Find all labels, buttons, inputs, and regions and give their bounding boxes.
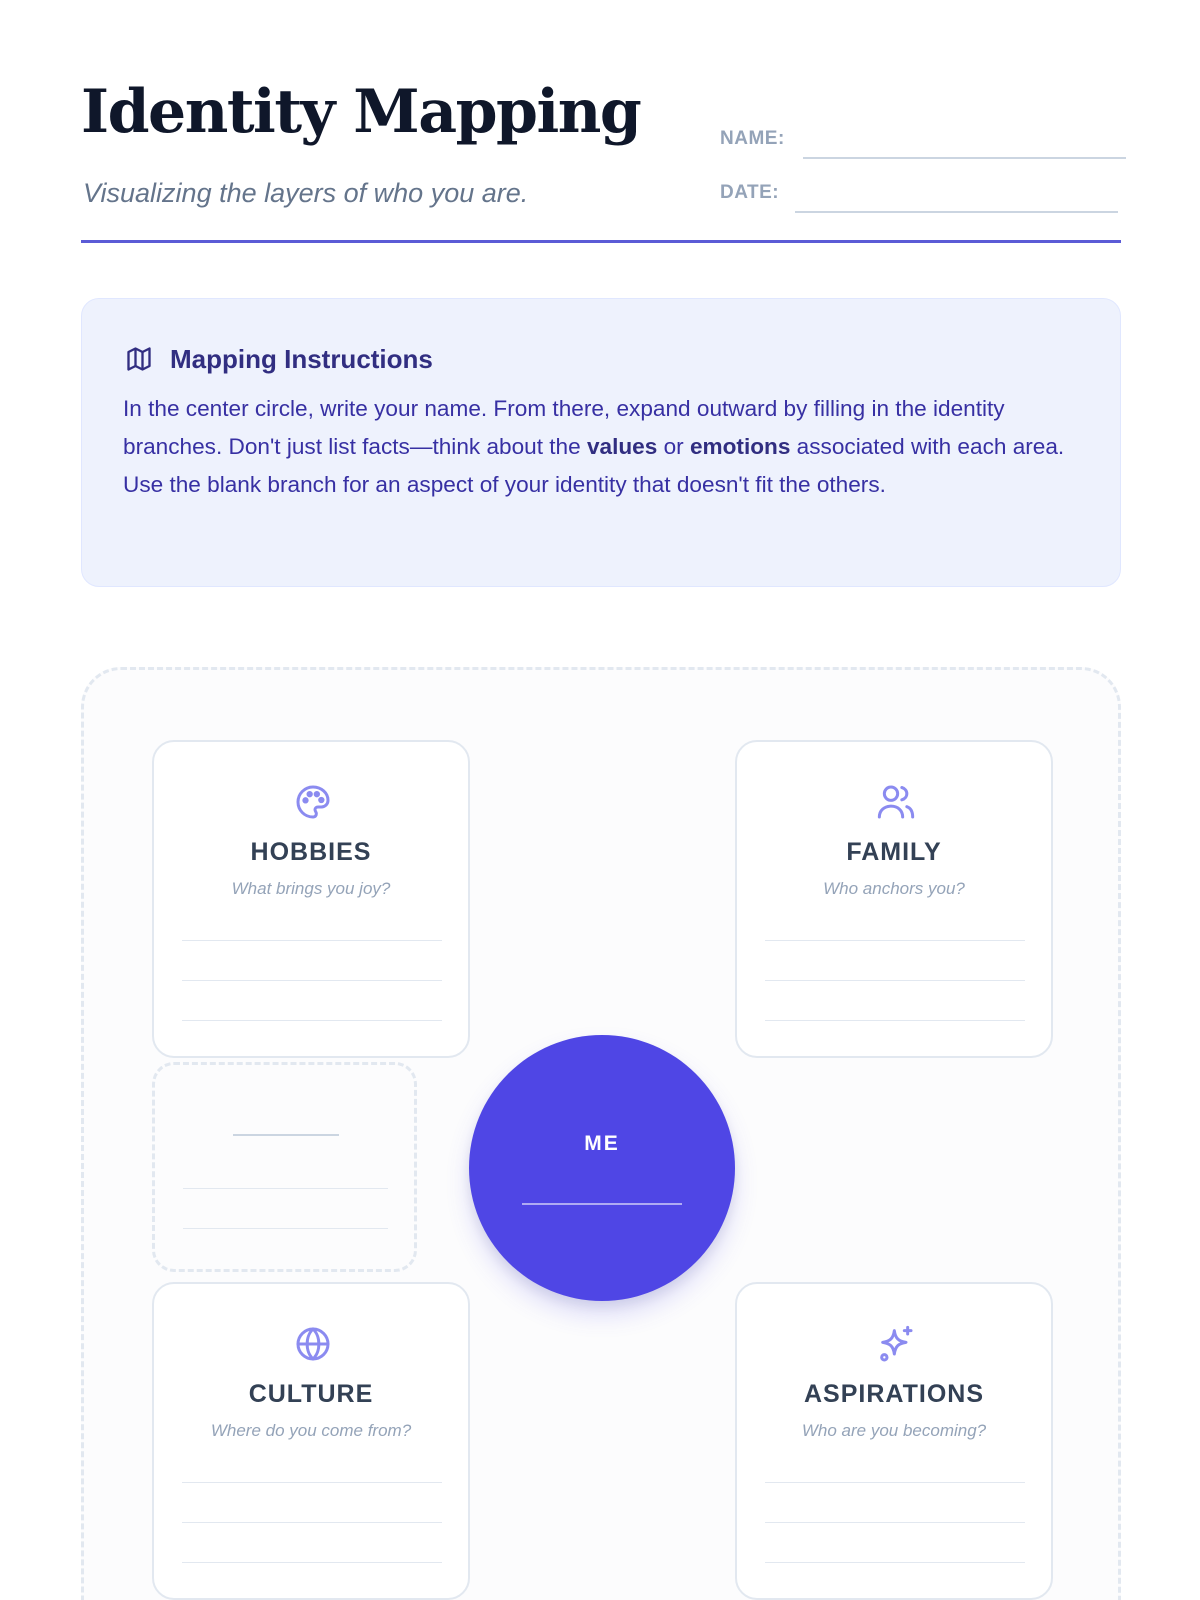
culture-card: CULTURE Where do you come from? (152, 1282, 470, 1600)
globe-icon (296, 1327, 330, 1361)
users-icon (877, 785, 915, 819)
instructions-bold-emotions: emotions (689, 434, 791, 459)
branch-question: Where do you come from? (210, 1421, 412, 1440)
hobbies-card: HOBBIES What brings you joy? (152, 740, 470, 1058)
writing-line[interactable] (182, 1562, 442, 1563)
center-name-line[interactable] (522, 1203, 682, 1205)
branch-title: HOBBIES (250, 838, 372, 866)
page-subtitle: Visualizing the layers of who you are. (83, 178, 529, 208)
blank-branch-card (152, 1062, 417, 1272)
date-label: DATE: (720, 182, 780, 203)
map-icon (127, 347, 151, 371)
branch-title: ASPIRATIONS (804, 1380, 984, 1408)
writing-line[interactable] (765, 1020, 1025, 1021)
palette-icon (296, 785, 330, 819)
worksheet-header: Identity Mapping Visualizing the layers … (81, 60, 1126, 243)
branch-title: FAMILY (846, 838, 942, 866)
writing-line[interactable] (765, 980, 1025, 981)
name-label: NAME: (720, 128, 785, 149)
branch-question: Who are you becoming? (801, 1421, 987, 1440)
aspirations-card: ASPIRATIONS Who are you becoming? (735, 1282, 1053, 1600)
instructions-text: In the center circle, write your name. F… (123, 390, 1083, 504)
sparkles-icon (880, 1325, 913, 1362)
writing-line[interactable] (183, 1188, 388, 1189)
writing-line[interactable] (182, 940, 442, 941)
writing-line[interactable] (183, 1228, 388, 1229)
instructions-panel: Mapping Instructions In the center circl… (81, 298, 1121, 587)
instructions-bold-values: values (586, 434, 658, 459)
writing-line[interactable] (765, 940, 1025, 941)
writing-line[interactable] (182, 1020, 442, 1021)
writing-line[interactable] (182, 1522, 442, 1523)
family-card: FAMILY Who anchors you? (735, 740, 1053, 1058)
blank-branch-title-line[interactable] (233, 1134, 339, 1136)
instructions-text-part: or (657, 434, 690, 459)
center-me-circle: ME (469, 1035, 735, 1301)
instructions-text-part: associated with each area. Use the blank… (123, 434, 1065, 497)
name-field[interactable] (803, 157, 1126, 159)
writing-line[interactable] (765, 1482, 1025, 1483)
center-label: ME (584, 1132, 620, 1155)
instructions-text-part: In the center circle, write your name. F… (123, 396, 1005, 459)
writing-line[interactable] (765, 1562, 1025, 1563)
writing-line[interactable] (182, 980, 442, 981)
writing-line[interactable] (182, 1482, 442, 1483)
date-field[interactable] (795, 211, 1118, 213)
page-title: Identity Mapping (81, 77, 642, 147)
writing-line[interactable] (765, 1522, 1025, 1523)
instructions-title: Mapping Instructions (170, 344, 433, 374)
branch-question: What brings you joy? (231, 879, 391, 898)
branch-question: Who anchors you? (823, 879, 965, 898)
branch-title: CULTURE (248, 1380, 374, 1408)
